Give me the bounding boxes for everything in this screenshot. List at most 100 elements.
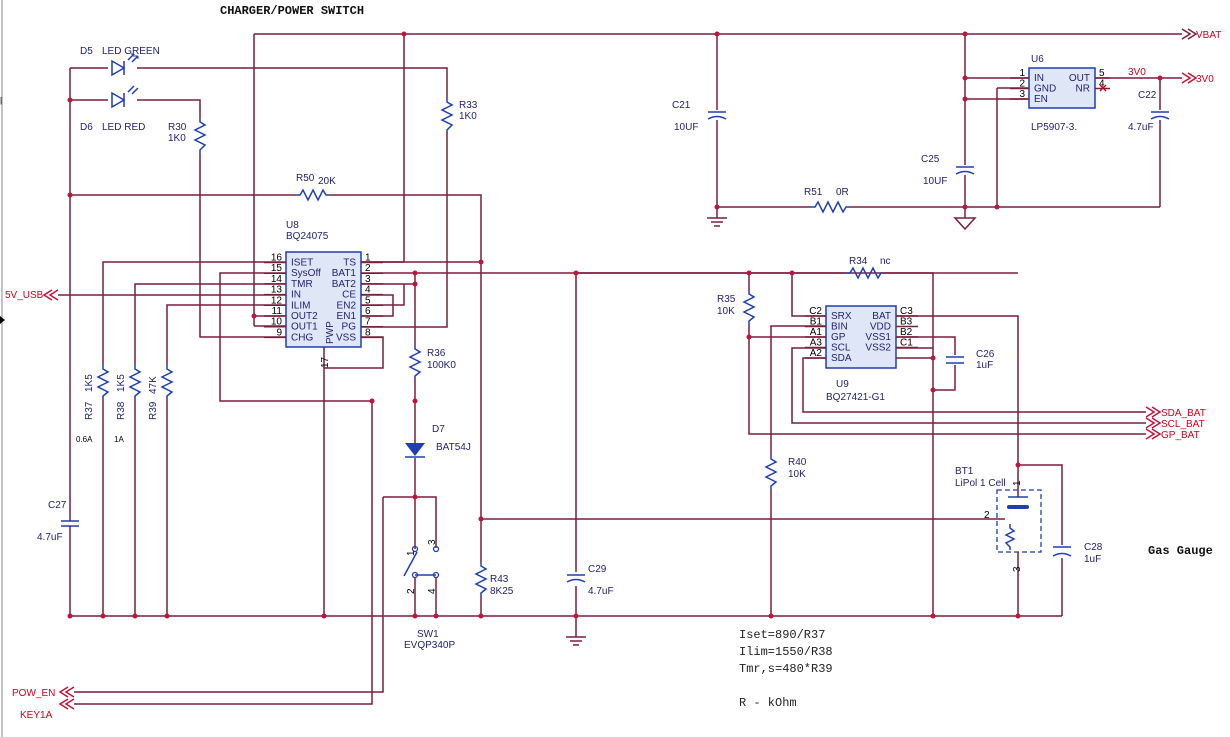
r30-value: 1K0 <box>168 133 186 144</box>
u8-left-num-12: 12 <box>271 295 283 306</box>
capacitor-c22[interactable]: C22 4.7uF <box>1128 90 1170 133</box>
port-pow-en[interactable]: POW_EN <box>12 686 75 699</box>
u8-left-num-16: 16 <box>271 253 283 264</box>
r39-ref: R39 <box>148 401 159 420</box>
r51-value: 0R <box>836 187 849 198</box>
capacitor-c29[interactable]: C29 4.7uF <box>566 564 614 597</box>
u8-left-name-13: IN <box>291 290 301 301</box>
u9-right-name-B2: VSS1 <box>865 332 891 343</box>
sw1-pin-1: 1 <box>406 550 417 556</box>
u8-right-name-4: CE <box>342 290 356 301</box>
u9-right-num-C1: C1 <box>900 338 913 349</box>
switch-sw1[interactable]: 1 2 3 4 SW1 EVQP340P <box>403 539 455 651</box>
bt1-pin-1: 1 <box>1012 480 1023 486</box>
u8-right-num-2: 2 <box>365 263 371 274</box>
note-iset: Iset=890/R37 <box>739 628 825 642</box>
border-mark: | <box>0 96 2 105</box>
resistor-r50[interactable]: R50 20K <box>296 173 336 202</box>
led-d6[interactable]: D6 LED RED <box>80 85 145 133</box>
capacitor-c27[interactable]: C27 4.7uF <box>37 500 79 543</box>
section-title-gas-gauge: Gas Gauge <box>1148 544 1213 558</box>
u9-right-num-B3: B3 <box>900 317 913 328</box>
u9-ref: U9 <box>836 379 849 390</box>
resistor-r51[interactable]: R51 0R <box>804 187 850 214</box>
r33-ref: R33 <box>459 100 478 111</box>
resistor-r43[interactable]: R43 8K25 <box>474 562 514 597</box>
r36-value: 100K0 <box>427 360 456 371</box>
r40-ref: R40 <box>788 457 807 468</box>
port-3v0[interactable]: 3V0 <box>1181 72 1214 85</box>
ground-symbol-triangle <box>953 217 977 231</box>
capacitor-c21[interactable]: C21 10UF <box>672 100 727 133</box>
u8-left-name-14: TMR <box>291 279 313 290</box>
note-tmr: Tmr,s=480*R39 <box>739 662 833 676</box>
u8-right-name-7: PG <box>342 322 357 333</box>
ic-u8[interactable]: U8 BQ24075 ISET16SysOff15TMR14IN13ILIM12… <box>264 220 383 368</box>
u8-right-name-6: EN1 <box>337 311 357 322</box>
r39-value: 47K <box>148 376 159 394</box>
u8-left-name-11: OUT2 <box>291 311 318 322</box>
r30-ref: R30 <box>168 122 187 133</box>
c21-value: 10UF <box>674 122 698 133</box>
capacitor-c26[interactable]: C26 1uF <box>946 349 995 371</box>
u8-left-pins: ISET16SysOff15TMR14IN13ILIM12OUT211OUT11… <box>264 253 321 343</box>
u8-left-name-10: OUT1 <box>291 322 318 333</box>
u8-left-num-10: 10 <box>271 317 283 328</box>
r37-value: 1K5 <box>84 374 95 392</box>
u8-right-num-1: 1 <box>365 253 371 264</box>
u8-right-name-5: EN2 <box>337 300 357 311</box>
u6-left-name-3: EN <box>1034 94 1048 105</box>
u9-left-num-A3: A3 <box>810 338 823 349</box>
port-scl-bat-label: SCL_BAT <box>1161 419 1205 430</box>
port-sda-bat-label: SDA_BAT <box>1161 408 1206 419</box>
ground-symbol-c29 <box>566 636 586 646</box>
port-5v-usb-label: 5V_USB <box>5 290 44 301</box>
r40-value: 10K <box>788 469 806 480</box>
port-3v0-label: 3V0 <box>1196 74 1214 85</box>
u6-right-name-5: OUT <box>1069 73 1090 84</box>
u8-left-num-15: 15 <box>271 263 283 274</box>
sheet-title: CHARGER/POWER SWITCH <box>220 4 364 18</box>
r36-ref: R36 <box>427 348 446 359</box>
u6-left-num-2: 2 <box>1019 79 1025 90</box>
u9-left-name-C2: SRX <box>831 311 852 322</box>
resistor-r40[interactable]: R40 10K <box>764 455 807 490</box>
resistor-r38[interactable]: R38 1K5 1A <box>114 365 142 444</box>
sw1-ref: SW1 <box>417 629 439 640</box>
u8-pin-pwp-name: PWP <box>325 321 336 344</box>
note-ilim: Ilim=1550/R38 <box>739 645 833 659</box>
c27-ref: C27 <box>48 500 67 511</box>
capacitor-c28[interactable]: C28 1uF <box>1052 542 1103 565</box>
port-vbat[interactable]: VBAT <box>1181 28 1221 41</box>
resistor-r35[interactable]: R35 10K <box>717 290 756 325</box>
r38-value: 1K5 <box>116 374 127 392</box>
battery-bt1[interactable]: BT1 LiPol 1 Cell 1 2 3 <box>955 466 1042 572</box>
resistor-r39[interactable]: R39 47K <box>148 365 174 420</box>
u6-ref: U6 <box>1031 54 1044 65</box>
d5-value: LED GREEN <box>102 46 160 57</box>
u9-left-num-C2: C2 <box>809 306 822 317</box>
port-scl-bat[interactable]: SCL_BAT <box>1145 417 1205 430</box>
port-key1a[interactable]: KEY1A <box>20 698 75 721</box>
port-gp-bat[interactable]: GP_BAT <box>1145 428 1200 441</box>
resistor-r37[interactable]: R37 1K5 0.6A <box>76 365 110 444</box>
junction-dots <box>67 31 1163 619</box>
port-5v-usb[interactable]: 5V_USB <box>5 289 59 301</box>
resistor-r30[interactable]: R30 1K0 <box>168 118 207 154</box>
resistor-r36[interactable]: R36 100K0 <box>408 345 456 378</box>
border-arrow <box>0 316 5 324</box>
diode-d7[interactable]: D7 BAT54J <box>405 424 471 458</box>
resistor-r34[interactable]: R34 nc <box>845 256 891 280</box>
r51-ref: R51 <box>804 187 823 198</box>
capacitor-c25[interactable]: C25 10UF <box>921 154 975 187</box>
u8-value: BQ24075 <box>286 231 329 242</box>
port-sda-bat[interactable]: SDA_BAT <box>1145 406 1206 419</box>
u6-left-num-3: 3 <box>1019 89 1025 100</box>
resistor-r33[interactable]: R33 1K0 <box>440 98 478 132</box>
led-d5[interactable]: D5 LED GREEN <box>80 46 160 77</box>
